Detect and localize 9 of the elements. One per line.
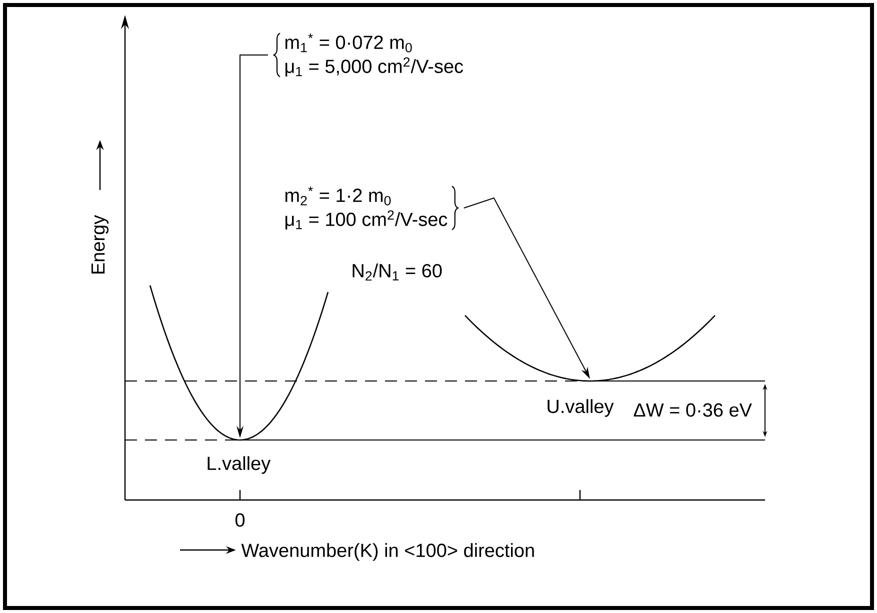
axis-label: Energy	[92, 214, 108, 274]
tick-label: 0	[235, 513, 245, 527]
axis-label: Wavenumber(K) in <100> direction	[241, 543, 534, 561]
ratio-label: N$_{2}$/N$_{1}$ = 60	[352, 263, 442, 281]
valley-label: L.valley	[208, 456, 271, 474]
energy-gap-label: ΔW = 0·36 eV	[634, 403, 752, 417]
parameter-text: m$_{1}$$^{*}$ = 0·072 m$_{0}$ μ$_{1}$ = 5,000 cm$^{2}$/V-sec	[285, 33, 464, 77]
parameter-text: m$_{2}$$^{*}$ = 1·2 m$_{0}$ μ$_{1}$ = 100 cm$^{2}$/V-sec	[285, 186, 448, 230]
valley-label: U.valley	[548, 399, 614, 417]
